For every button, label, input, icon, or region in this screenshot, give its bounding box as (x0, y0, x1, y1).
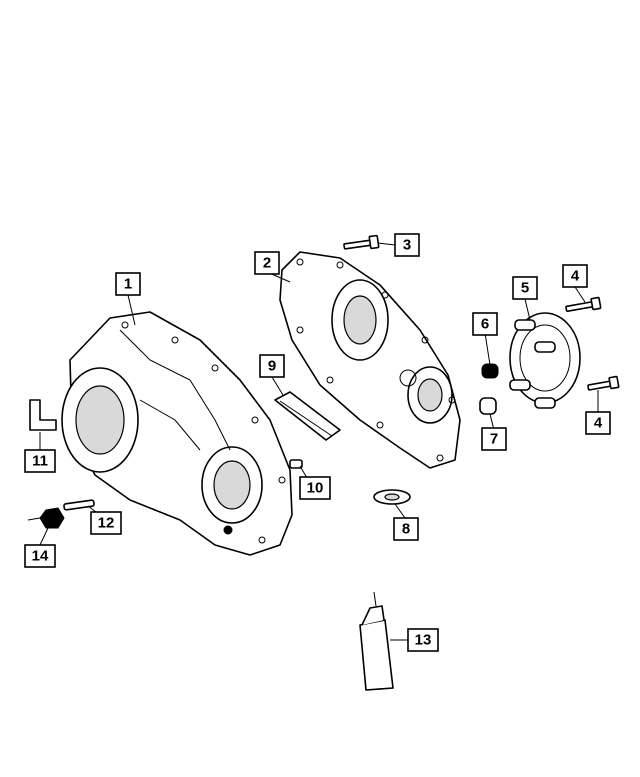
callout-11: 11 (24, 449, 56, 473)
bolt-part-3 (343, 234, 380, 250)
callout-label-12: 12 (98, 515, 115, 532)
callout-4a: 4 (562, 264, 588, 288)
bolt-part-4a (565, 296, 602, 313)
callout-label-11: 11 (32, 453, 48, 470)
callout-label-10: 10 (307, 480, 324, 497)
callout-label-9: 9 (268, 358, 276, 375)
callout-2: 2 (254, 251, 280, 275)
callout-1: 1 (115, 272, 141, 296)
callout-8: 8 (393, 517, 419, 541)
rear-case-part (279, 251, 461, 469)
callout-6: 6 (472, 312, 498, 336)
sealant-tube-part-13 (359, 591, 394, 691)
callout-label-13: 13 (415, 632, 432, 649)
callout-label-4a: 4 (571, 268, 580, 285)
leader-lines (39, 242, 599, 641)
callout-7: 7 (481, 427, 507, 451)
callout-9: 9 (259, 354, 285, 378)
callout-label-8: 8 (402, 521, 410, 538)
plug-part-10 (289, 459, 303, 469)
washer-part-8 (373, 489, 411, 505)
callout-label-1: 1 (124, 276, 132, 293)
callout-label-14: 14 (32, 548, 49, 565)
callout-13: 13 (407, 628, 439, 652)
callout-label-4b: 4 (594, 415, 603, 432)
callout-5: 5 (512, 276, 538, 300)
callout-label-5: 5 (521, 280, 529, 297)
callout-14: 14 (24, 544, 56, 568)
front-case-part (61, 311, 293, 556)
vent-part-11 (29, 399, 57, 431)
bushing-part-7 (479, 397, 497, 415)
nut-part-14 (27, 507, 65, 529)
callout-12: 12 (90, 511, 122, 535)
callout-4b: 4 (585, 411, 611, 435)
callout-10: 10 (299, 476, 331, 500)
magnet-part-9 (274, 391, 341, 441)
bolt-part-4b (587, 375, 620, 391)
pin-part-12 (63, 499, 95, 511)
adapter-part-5 (509, 312, 581, 409)
callout-label-6: 6 (481, 316, 489, 333)
callout-label-2: 2 (263, 255, 271, 272)
callout-label-7: 7 (490, 431, 498, 448)
seal-part-6 (481, 363, 499, 379)
callout-3: 3 (394, 233, 420, 257)
callout-label-3: 3 (403, 237, 411, 254)
